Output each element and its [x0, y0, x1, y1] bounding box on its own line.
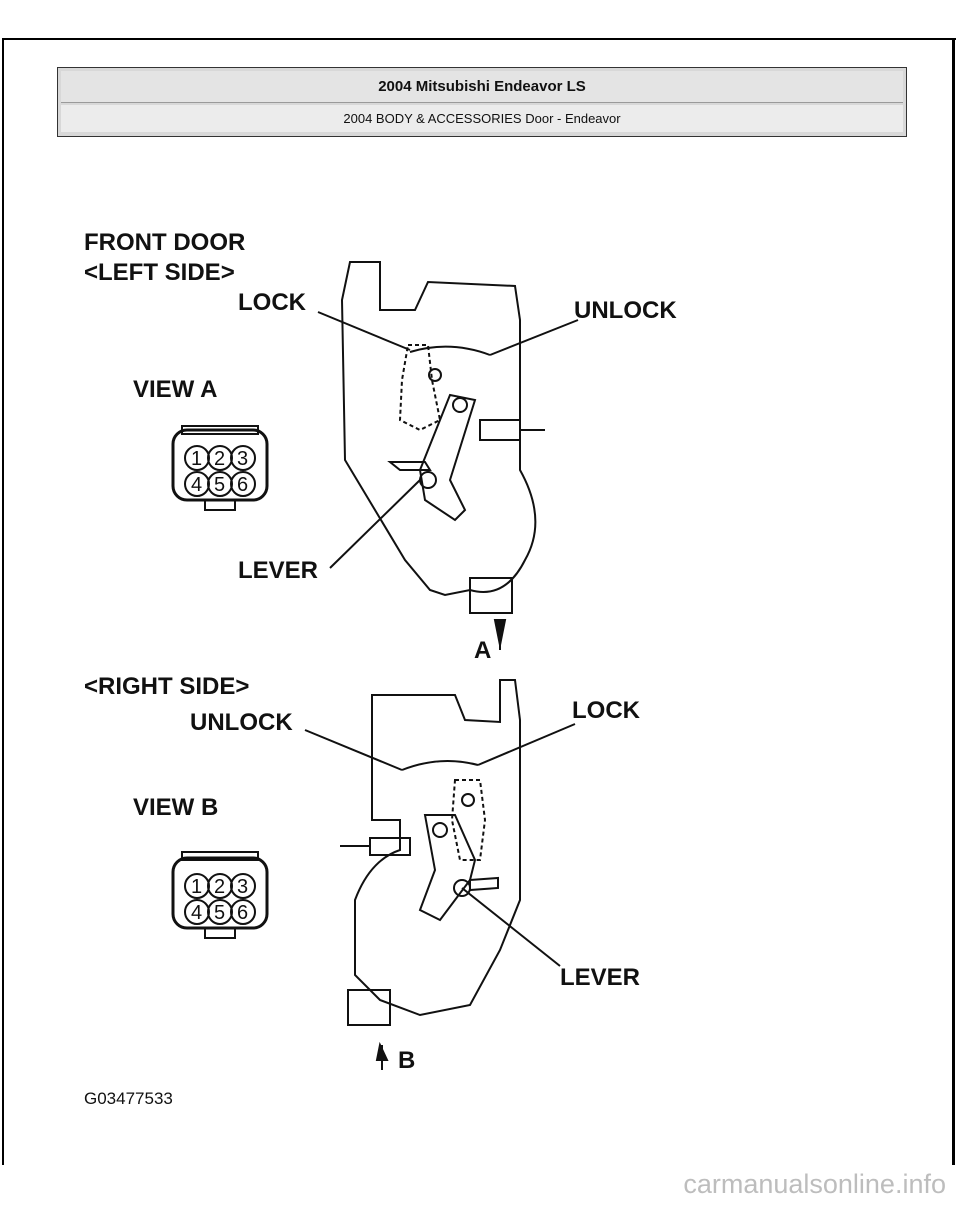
watermark-text: carmanualsonline.info — [683, 1169, 946, 1199]
section2-side-label: <RIGHT SIDE> — [84, 673, 249, 700]
section2-leader-lines — [304, 723, 576, 1070]
pin-label: 6 — [237, 902, 248, 924]
frame-top-border — [2, 38, 956, 40]
pin-label: 3 — [237, 876, 248, 898]
pin-label: 5 — [214, 474, 225, 496]
pin-label: 2 — [214, 448, 225, 470]
section2-view-label: VIEW B — [133, 794, 218, 821]
connector-a: 1 2 3 4 5 6 — [171, 425, 269, 511]
frame-left-border — [2, 38, 4, 1165]
section1-title: FRONT DOOR — [84, 229, 245, 256]
section1-view-label: VIEW A — [133, 376, 217, 403]
section1-lever-label: LEVER — [238, 557, 318, 584]
pin-label: 4 — [191, 902, 202, 924]
connector-b: 1 2 3 4 5 6 — [171, 851, 269, 939]
section2-unlock-label: UNLOCK — [190, 709, 293, 736]
section2-arrow-label: B — [398, 1047, 415, 1074]
frame-right-border — [952, 38, 955, 1165]
pin-label: 5 — [214, 902, 225, 924]
pin-label: 4 — [191, 474, 202, 496]
section1-lock-label: LOCK — [238, 289, 307, 316]
pin-label: 1 — [191, 876, 202, 898]
figure-id: G03477533 — [84, 1089, 173, 1108]
section1-unlock-label: UNLOCK — [574, 297, 677, 324]
section2-lock-label: LOCK — [572, 697, 641, 724]
left-actuator-housing — [340, 261, 545, 614]
document-header: 2004 Mitsubishi Endeavor LS 2004 BODY & … — [57, 67, 907, 137]
right-actuator-housing — [340, 679, 521, 1026]
door-lock-actuator-diagram: FRONT DOOR <LEFT SIDE> LOCK UNLOCK VIEW … — [84, 229, 677, 1108]
document-title: 2004 Mitsubishi Endeavor LS — [61, 71, 903, 103]
page-frame — [2, 38, 956, 1165]
pin-label: 2 — [214, 876, 225, 898]
pin-label: 3 — [237, 448, 248, 470]
section2-lever-label: LEVER — [560, 964, 640, 991]
section1-side-label: <LEFT SIDE> — [84, 259, 235, 286]
pin-label: 1 — [191, 448, 202, 470]
section1-leader-lines — [317, 311, 579, 650]
page-footer: carmanualsonline.info — [0, 1165, 960, 1205]
document-subtitle: 2004 BODY & ACCESSORIES Door - Endeavor — [61, 105, 903, 132]
pin-label: 6 — [237, 474, 248, 496]
section1-arrow-label: A — [474, 637, 491, 664]
